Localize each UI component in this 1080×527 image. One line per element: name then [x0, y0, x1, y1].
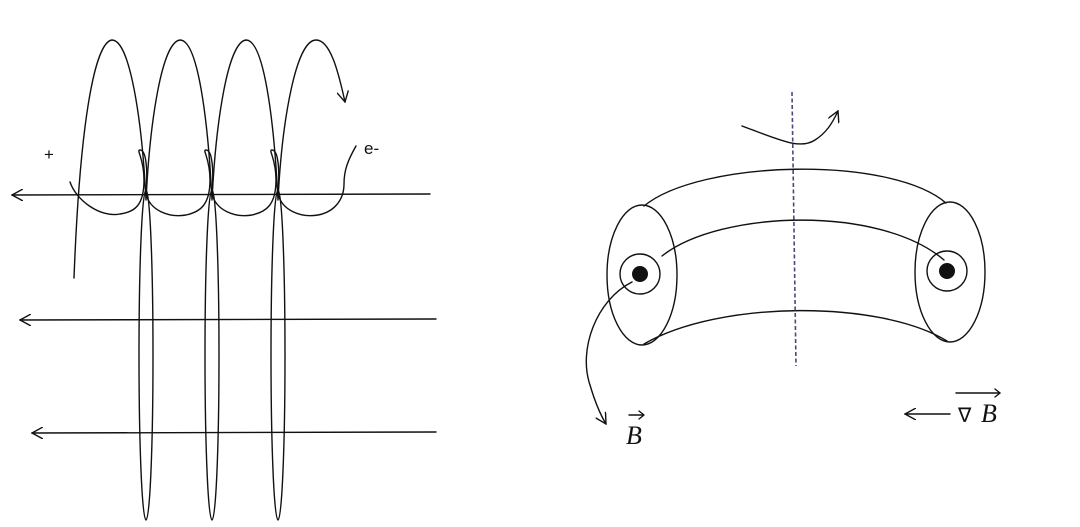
ion-helix: [73, 39, 345, 279]
left-field-marker: [619, 253, 661, 295]
symmetry-axis: [791, 91, 797, 367]
positive-charge-label: +: [44, 145, 54, 164]
field-lines: [12, 194, 437, 433]
field-label: B: [626, 410, 645, 450]
rotation-arrow: [741, 111, 838, 145]
gradient-overline-head: [994, 388, 1001, 398]
left-diagram: + e-: [12, 39, 437, 521]
field-symbol: B: [626, 421, 642, 450]
marker-dot: [632, 266, 648, 282]
torus-outer-edge: [643, 168, 947, 207]
marker-dot: [939, 263, 955, 279]
field-line-middle: [20, 319, 437, 320]
torus-right-cross-section: [914, 201, 986, 343]
torus-inner-edge: [661, 219, 945, 261]
orbit-loop: [270, 189, 286, 521]
right-field-marker: [926, 250, 968, 292]
electron-helix: [69, 145, 357, 217]
gradient-label: ∇ B: [905, 388, 1001, 428]
gradient-symbol: B: [981, 399, 997, 428]
field-pointer-arrow: [585, 281, 633, 424]
right-diagram: B ∇ B: [585, 91, 1001, 450]
torus-left-cross-section: [606, 204, 678, 346]
field-line-bottom: [32, 432, 437, 433]
vector-arrow-head: [638, 410, 645, 420]
field-line-top: [12, 194, 431, 195]
torus: [606, 168, 986, 346]
orbit-loop: [204, 189, 220, 521]
gradient-operator: ∇: [957, 403, 972, 427]
marker-ring: [926, 250, 968, 292]
ion-orbit-loops: [138, 189, 286, 521]
electron-label: e-: [364, 139, 379, 158]
marker-ring: [619, 253, 661, 295]
orbit-loop: [138, 189, 154, 521]
torus-bottom-edge: [643, 309, 948, 345]
